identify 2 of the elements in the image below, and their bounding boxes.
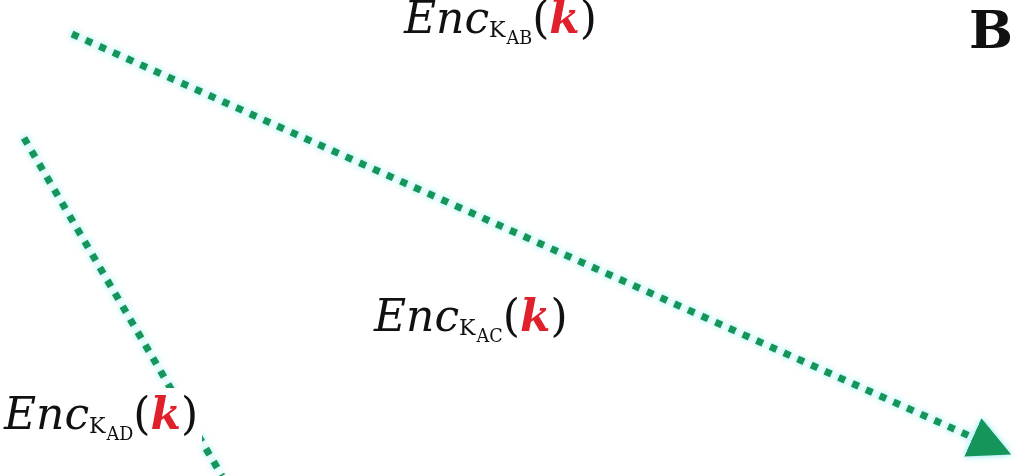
formula-label: Enc$_{K}$$_{AD}$(k) bbox=[0, 388, 203, 445]
node-label: B bbox=[955, 0, 1019, 60]
